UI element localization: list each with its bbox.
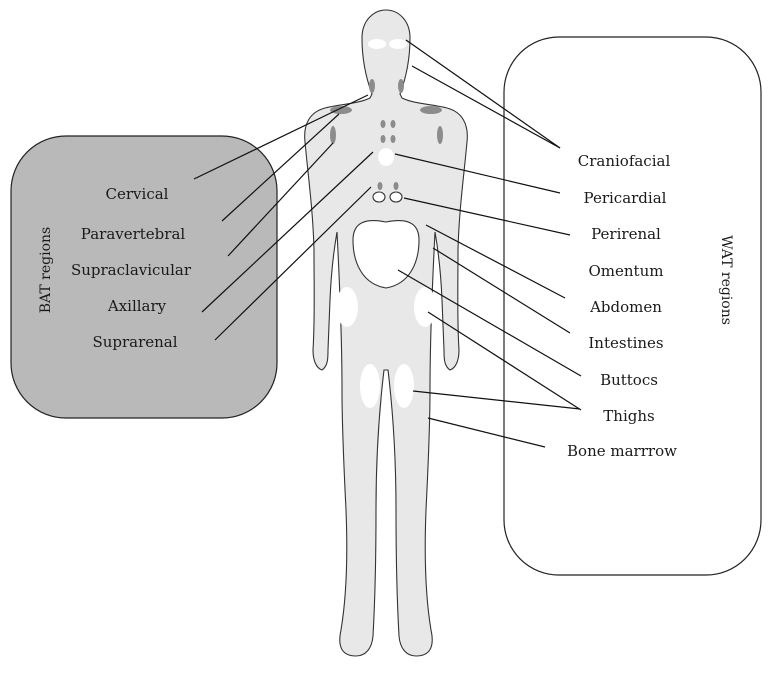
wat-leader-lines <box>394 39 582 448</box>
wat-label-pericardial: Pericardial <box>584 189 667 207</box>
wat-label-omentum: Omentum <box>589 262 664 280</box>
bat-depot-cervical-right <box>398 79 404 93</box>
leader-paravertebral <box>221 113 340 222</box>
wat-depot-pericardial <box>378 148 394 166</box>
bat-depot-axillary-right <box>437 126 443 144</box>
leader-intestines <box>397 269 582 377</box>
wat-depot-perirenal-left <box>372 191 386 203</box>
bat-depot-paravertebral-1 <box>380 120 386 128</box>
bat-depot-supraclavicular-right <box>420 106 442 114</box>
human-body-figure <box>304 9 468 657</box>
bat-label-axillary: Axillary <box>107 297 167 315</box>
bat-depot-suprarenal-left <box>377 182 383 190</box>
leader-axillary <box>201 151 374 313</box>
bat-leader-lines <box>193 94 374 341</box>
wat-label-bone-marrow: Bone marrrow <box>567 442 677 460</box>
bat-depot-paravertebral-3 <box>380 135 386 143</box>
wat-label-abdomen: Abdomen <box>589 298 662 316</box>
leader-cervical <box>193 94 369 180</box>
bat-regions-title: BAT regions <box>38 227 54 313</box>
bat-depot-cervical-left <box>369 79 375 93</box>
bat-depot-paravertebral-4 <box>390 135 396 143</box>
leader-perirenal <box>403 197 571 236</box>
wat-depot-thigh-left <box>360 364 380 408</box>
wat-depot-craniofacial-right <box>389 39 407 49</box>
bat-depot-supraclavicular-left <box>330 106 352 114</box>
wat-depot-omentum <box>352 220 420 289</box>
bat-depot-suprarenal-right <box>393 182 399 190</box>
wat-label-intestines: Intestines <box>588 334 663 352</box>
leader-pericardial <box>394 153 561 194</box>
wat-depot-thigh-right <box>394 364 414 408</box>
leader-bone-marrow <box>427 417 546 448</box>
bat-regions-panel <box>10 135 278 419</box>
bat-depots <box>330 79 443 190</box>
wat-label-thighs: Thighs <box>603 407 654 425</box>
leader-suprarenal <box>214 186 372 341</box>
leader-abdomen <box>432 247 571 334</box>
wat-depot-abdomen-right <box>414 287 436 327</box>
leader-craniofacial-1 <box>405 39 561 149</box>
wat-regions-title: WAT regions <box>718 235 734 325</box>
wat-depot-craniofacial-left <box>368 39 386 49</box>
body-silhouette <box>304 9 468 657</box>
wat-label-buttocs: Buttocs <box>600 371 658 389</box>
wat-depot-abdomen-left <box>336 287 358 327</box>
wat-label-perirenal: Perirenal <box>591 225 661 243</box>
bat-label-cervical: Cervical <box>106 185 169 203</box>
bat-label-suprarenal: Suprarenal <box>92 333 177 351</box>
bat-depot-paravertebral-2 <box>390 120 396 128</box>
leader-buttocs <box>427 311 582 411</box>
leader-thighs <box>412 390 581 410</box>
wat-depots <box>336 39 436 408</box>
leader-supraclavicular <box>227 142 334 257</box>
wat-label-craniofacial: Craniofacial <box>578 152 671 170</box>
wat-regions-panel <box>503 36 762 576</box>
leader-omentum <box>425 224 566 299</box>
leader-craniofacial-2 <box>411 65 561 149</box>
bat-label-supraclavicular: Supraclavicular <box>71 261 192 279</box>
wat-depots-perirenal <box>372 191 403 203</box>
bat-depot-axillary-left <box>330 126 336 144</box>
bat-label-paravertebral: Paravertebral <box>81 225 186 243</box>
wat-depot-perirenal-right <box>389 191 403 203</box>
